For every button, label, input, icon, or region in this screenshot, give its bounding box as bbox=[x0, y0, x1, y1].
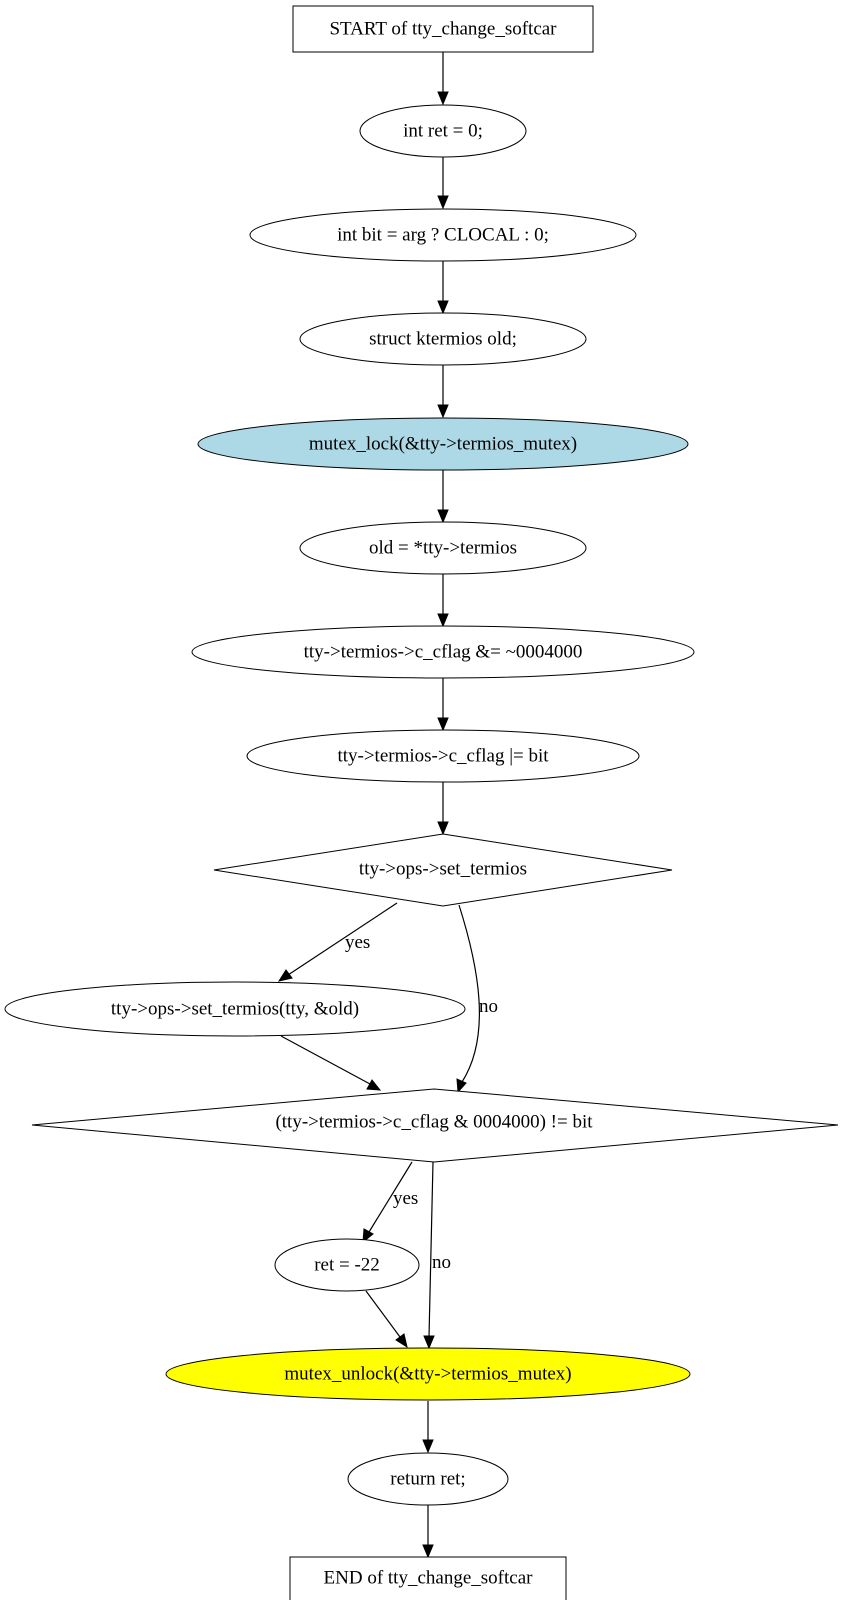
decision-label: (tty->termios->c_cflag & 0004000) != bit bbox=[275, 1112, 593, 1133]
edge-bit-to-old bbox=[437, 261, 449, 315]
edge-cflag-no: no bbox=[423, 1161, 451, 1350]
statement-label: struct ktermios old; bbox=[369, 329, 517, 350]
statement-label: int bit = arg ? CLOCAL : 0; bbox=[337, 225, 549, 246]
mutex-unlock-node: mutex_unlock(&tty->termios_mutex) bbox=[165, 1347, 691, 1401]
statement-node-int-ret: int ret = 0; bbox=[359, 104, 527, 158]
edge-assign-to-clear bbox=[437, 574, 449, 628]
start-node: START of tty_change_softcar bbox=[292, 5, 594, 53]
mutex-lock-label: mutex_lock(&tty->termios_mutex) bbox=[309, 434, 577, 455]
statement-label: tty->termios->c_cflag |= bit bbox=[337, 746, 549, 767]
edge-unlock-to-return bbox=[422, 1401, 434, 1454]
start-node-label: START of tty_change_softcar bbox=[329, 19, 557, 40]
statement-node-old-assign: old = *tty->termios bbox=[299, 521, 587, 575]
edge-cflag-yes: yes bbox=[362, 1161, 418, 1244]
edge-label-no: no bbox=[479, 996, 498, 1017]
statement-node-ret-einval: ret = -22 bbox=[274, 1238, 420, 1292]
statement-node-ktermios-old: struct ktermios old; bbox=[299, 312, 587, 366]
decision-node-cflag-check: (tty->termios->c_cflag & 0004000) != bit bbox=[31, 1088, 839, 1163]
edge-ret-to-bit bbox=[437, 157, 449, 210]
decision-node-set-termios: tty->ops->set_termios bbox=[213, 833, 673, 907]
decision-label: tty->ops->set_termios bbox=[359, 859, 527, 880]
statement-node-int-bit: int bit = arg ? CLOCAL : 0; bbox=[249, 208, 637, 262]
edge-einval-to-unlock bbox=[365, 1290, 408, 1349]
mutex-lock-node: mutex_lock(&tty->termios_mutex) bbox=[197, 417, 689, 471]
statement-label: ret = -22 bbox=[314, 1255, 380, 1276]
edge-label-no: no bbox=[432, 1252, 451, 1273]
statement-node-cflag-set: tty->termios->c_cflag |= bit bbox=[246, 729, 640, 783]
edge-return-to-end bbox=[422, 1505, 434, 1559]
end-node-label: END of tty_change_softcar bbox=[324, 1568, 534, 1589]
edges: yes no yes no bbox=[277, 52, 498, 1559]
edge-lock-to-assign bbox=[437, 470, 449, 524]
nodes: START of tty_change_softcar int ret = 0;… bbox=[4, 5, 839, 1600]
statement-node-return: return ret; bbox=[347, 1452, 509, 1506]
statement-label: tty->ops->set_termios(tty, &old) bbox=[111, 999, 359, 1020]
statement-node-call-set-termios: tty->ops->set_termios(tty, &old) bbox=[4, 981, 466, 1037]
statement-node-cflag-clear: tty->termios->c_cflag &= ~0004000 bbox=[191, 625, 695, 679]
statement-label: tty->termios->c_cflag &= ~0004000 bbox=[304, 642, 583, 663]
edge-settermios-no: no bbox=[456, 904, 498, 1094]
statement-label: old = *tty->termios bbox=[369, 538, 517, 559]
statement-label: int ret = 0; bbox=[403, 121, 483, 142]
statement-label: return ret; bbox=[390, 1469, 465, 1490]
edge-settermios-yes: yes bbox=[277, 902, 398, 982]
edge-call-to-cflag-decision bbox=[280, 1035, 382, 1091]
edge-old-to-lock bbox=[437, 365, 449, 419]
end-node: END of tty_change_softcar bbox=[289, 1556, 567, 1600]
edge-start-to-ret bbox=[437, 52, 449, 106]
edge-clear-to-set bbox=[437, 678, 449, 732]
edge-label-yes: yes bbox=[393, 1188, 418, 1209]
edge-label-yes: yes bbox=[345, 932, 370, 953]
edge-set-to-settermios-decision bbox=[437, 782, 449, 836]
mutex-unlock-label: mutex_unlock(&tty->termios_mutex) bbox=[284, 1364, 571, 1385]
